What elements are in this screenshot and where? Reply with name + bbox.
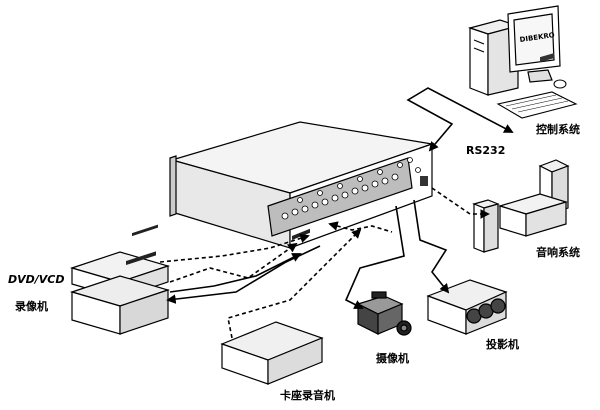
projector-icon [426, 279, 508, 335]
vcr-label: 录像机 [15, 300, 48, 313]
audio-cable [431, 187, 490, 219]
cassette-deck-label: 卡座录音机 [280, 389, 335, 402]
camera-label: 摄像机 [376, 352, 409, 365]
dvd-cable [159, 233, 310, 263]
rs232-label: RS232 [466, 144, 506, 157]
vcr-icon [69, 251, 171, 335]
keyboard-icon [496, 91, 578, 119]
dvd-cable [166, 245, 321, 304]
vcr-cable [169, 253, 302, 293]
speaker-icon [472, 199, 500, 253]
matrix-switcher-icon [169, 121, 433, 249]
dvd-vcd-label: DVD/VCD [8, 273, 65, 286]
projector-cable [413, 199, 450, 294]
projector-label: 投影机 [486, 338, 519, 351]
cassette-deck-icon [220, 228, 324, 385]
vcr-cable [169, 242, 298, 283]
control-system-label: 控制系统 [536, 123, 580, 136]
monitor-icon: DIBEKRO [507, 5, 561, 83]
camcorder-icon [356, 291, 412, 336]
amplifier-icon [497, 53, 569, 237]
cassette-cable [227, 228, 362, 339]
camera-cable [344, 205, 405, 309]
rs232-cable [406, 87, 514, 152]
audio-system-label: 音响系统 [536, 246, 580, 259]
mouse-icon [553, 79, 567, 89]
